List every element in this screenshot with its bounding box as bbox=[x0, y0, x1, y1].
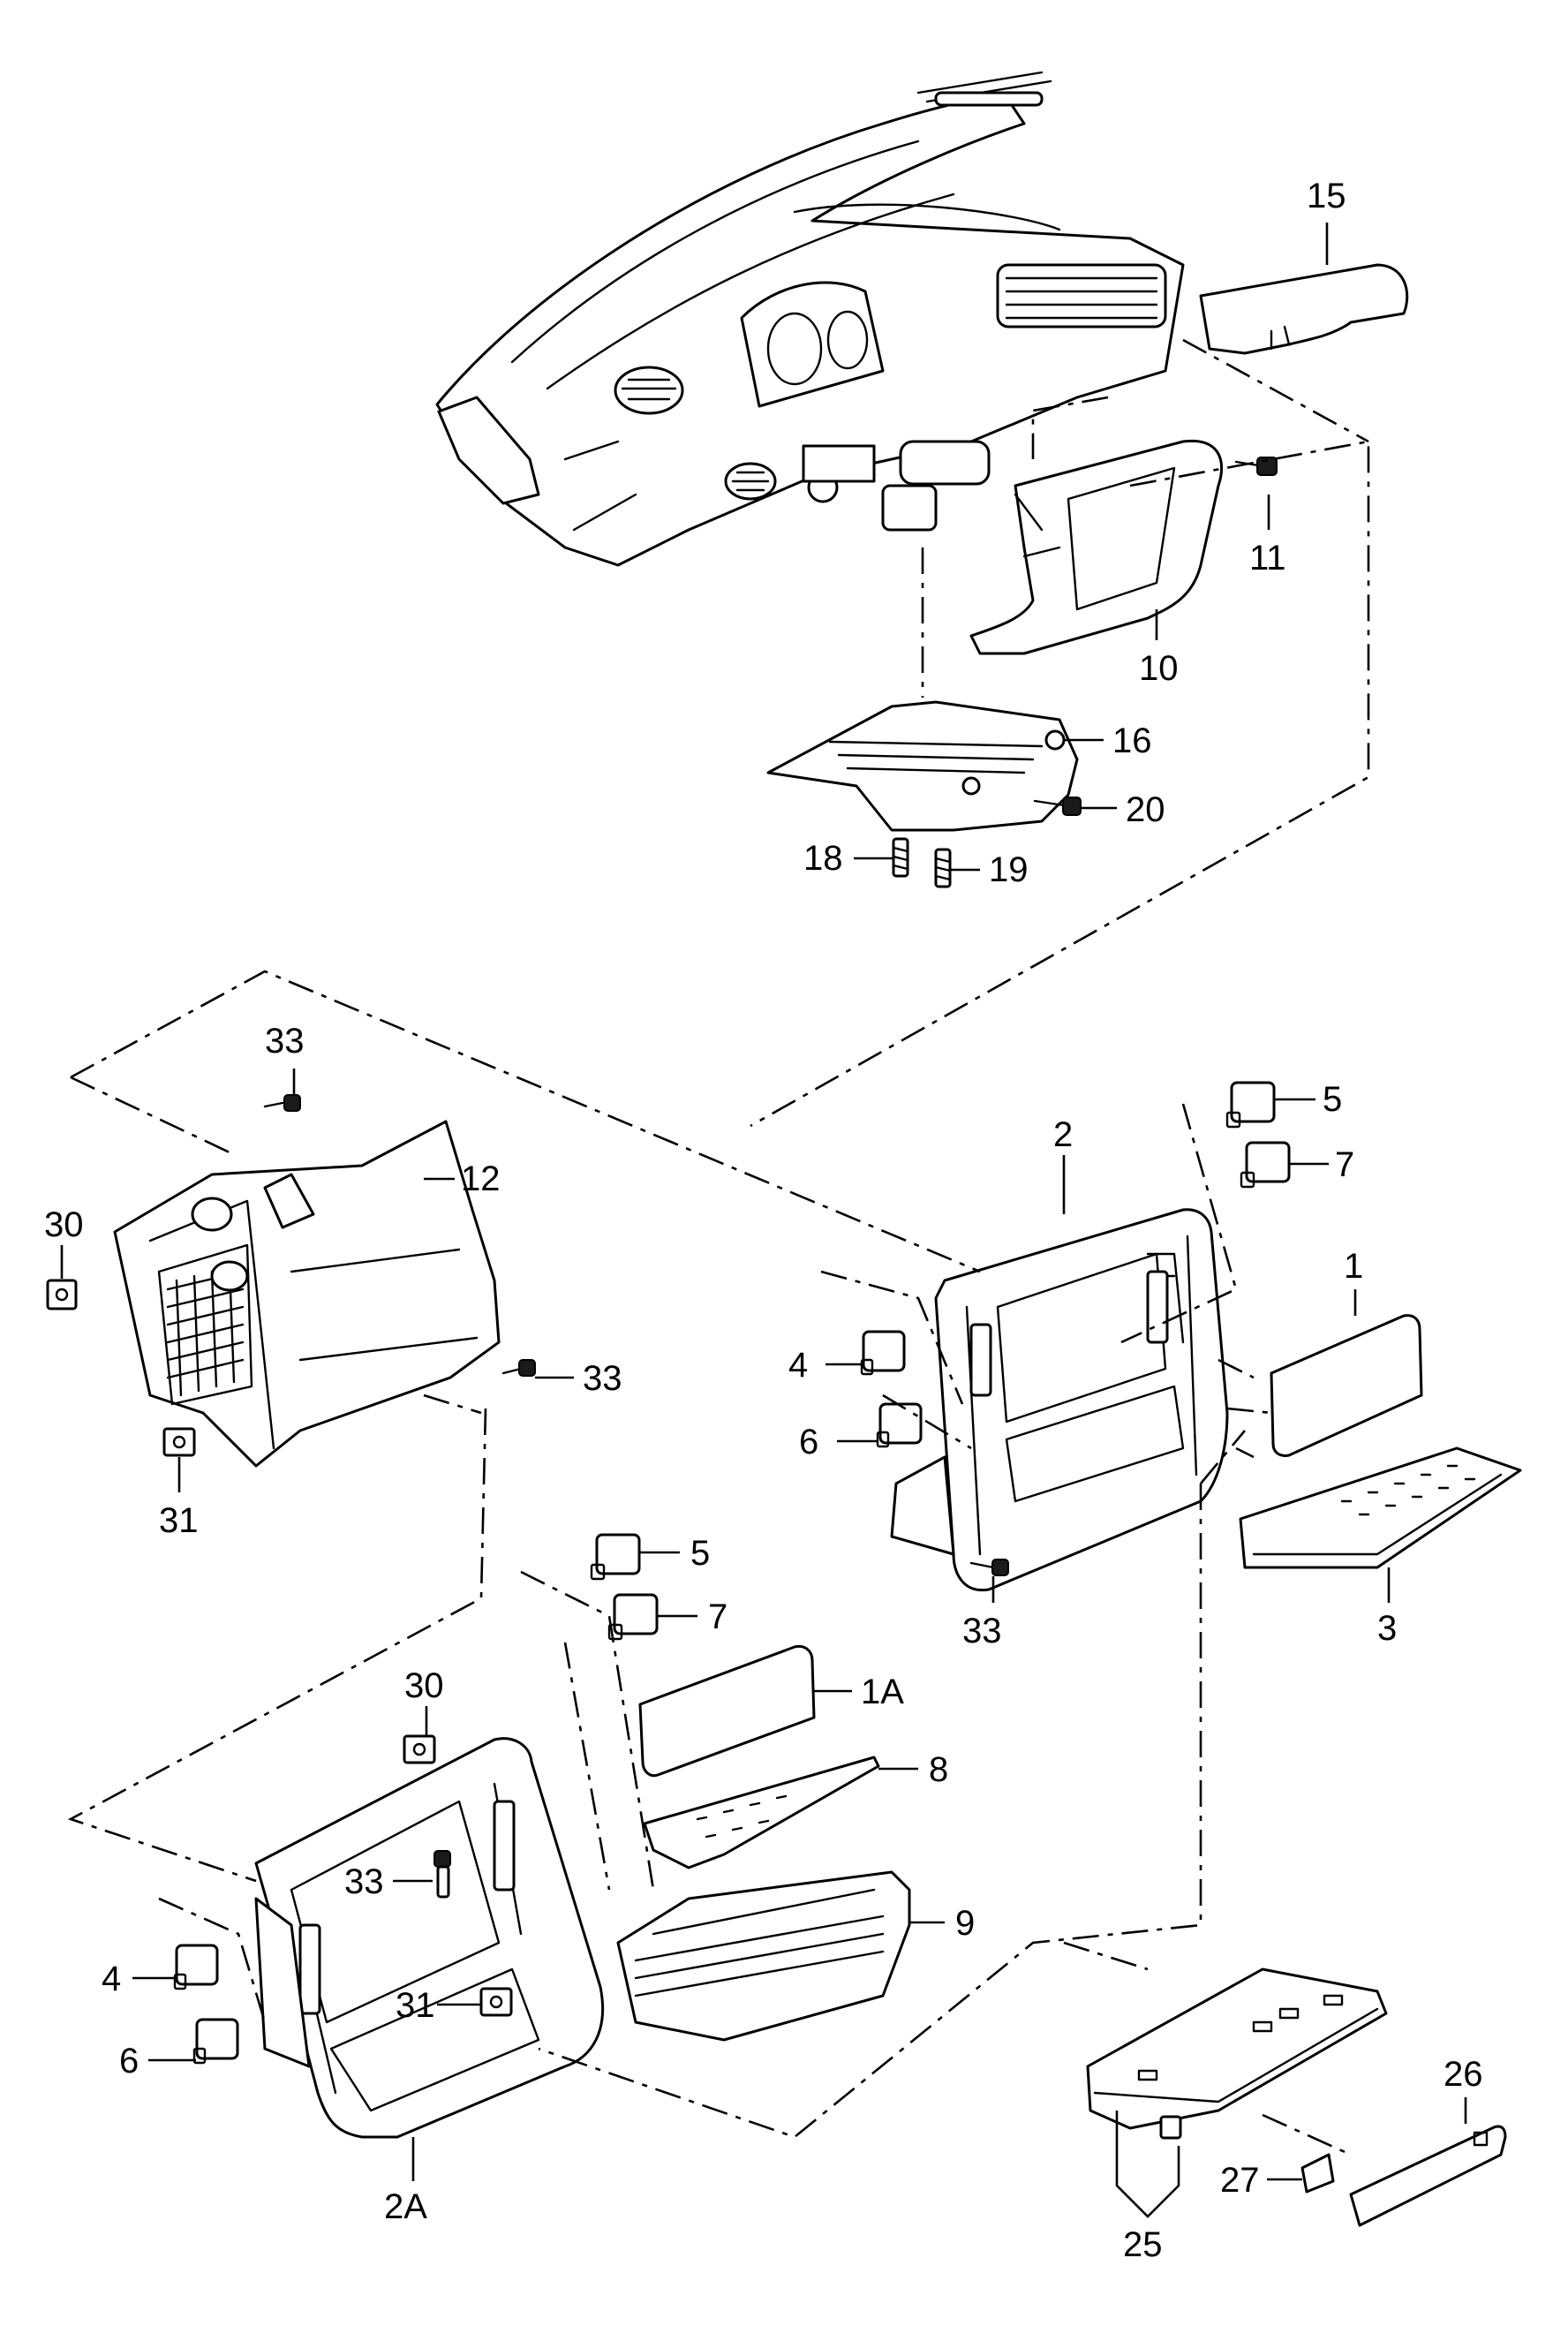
part-10-instrument-trim bbox=[969, 439, 1224, 655]
callout-33c: 33 bbox=[962, 1612, 1002, 1650]
callout-5a: 5 bbox=[1323, 1080, 1342, 1119]
part-33-screw-mid-left bbox=[501, 1359, 536, 1377]
callout-33a: 33 bbox=[265, 1022, 305, 1061]
part-26-trim-strip bbox=[1349, 2125, 1507, 2227]
callout-1A: 1A bbox=[861, 1673, 904, 1711]
part-1-blanking-cover bbox=[1270, 1314, 1423, 1457]
part-15-steering-column-cover bbox=[1199, 263, 1409, 355]
part-19-screw bbox=[934, 848, 952, 888]
part-2A-center-console-panel bbox=[254, 1737, 605, 2139]
callout-26: 26 bbox=[1444, 2055, 1483, 2094]
callout-15: 15 bbox=[1307, 177, 1346, 215]
part-31-clip-lower bbox=[479, 1987, 513, 2017]
callout-8: 8 bbox=[929, 1750, 948, 1789]
part-16-lower-column-trim bbox=[766, 700, 1079, 832]
part-9-storage-compartment bbox=[616, 1870, 911, 2042]
part-4-switch-blank-lower bbox=[173, 1944, 219, 1990]
callout-18: 18 bbox=[803, 839, 843, 878]
callout-20: 20 bbox=[1126, 790, 1165, 829]
part-3-storage-tray bbox=[1239, 1446, 1522, 1569]
callout-3: 3 bbox=[1377, 1609, 1397, 1648]
part-8-mounting-plate bbox=[643, 1756, 880, 1869]
callout-5b: 5 bbox=[690, 1534, 710, 1573]
callout-25: 25 bbox=[1123, 2225, 1163, 2264]
part-12-mounting-bracket bbox=[113, 1120, 501, 1468]
callout-7b: 7 bbox=[708, 1597, 727, 1636]
part-33-screw-lower bbox=[433, 1850, 451, 1899]
part-2-center-console-panel bbox=[890, 1208, 1229, 1592]
callout-7a: 7 bbox=[1335, 1145, 1354, 1184]
dashboard-assembly bbox=[435, 71, 1185, 567]
part-5-switch-blank-upper bbox=[1225, 1081, 1276, 1129]
callout-16: 16 bbox=[1112, 721, 1152, 760]
part-4-switch-blank-upper bbox=[860, 1330, 906, 1376]
part-25-control-module bbox=[1086, 1967, 1388, 2140]
part-27-end-cap bbox=[1300, 2153, 1335, 2194]
callout-6b: 6 bbox=[119, 2042, 139, 2081]
callout-31b: 31 bbox=[396, 1986, 435, 2025]
part-30-clip-lower bbox=[403, 1734, 436, 1764]
callout-30a: 30 bbox=[44, 1205, 84, 1244]
callout-12: 12 bbox=[461, 1159, 501, 1198]
callout-9: 9 bbox=[955, 1904, 975, 1943]
callout-33b: 33 bbox=[583, 1359, 622, 1398]
part-18-screw bbox=[892, 837, 909, 878]
part-6-switch-blank-lower bbox=[192, 2018, 239, 2065]
part-11-screw bbox=[1234, 457, 1278, 476]
part-1A-blanking-cover bbox=[638, 1644, 816, 1778]
callout-leader-lines bbox=[60, 223, 1467, 2218]
part-31-clip bbox=[162, 1427, 196, 1457]
part-5-switch-blank-lower bbox=[590, 1533, 641, 1581]
callout-4b: 4 bbox=[102, 1960, 121, 1998]
part-7-switch-blank-lower bbox=[607, 1593, 659, 1641]
callout-33d: 33 bbox=[344, 1862, 384, 1901]
part-33-screw-upper-left bbox=[263, 1094, 301, 1112]
assembly-dash-lines bbox=[67, 338, 1370, 2156]
callout-4a: 4 bbox=[788, 1346, 808, 1385]
callout-2: 2 bbox=[1053, 1115, 1073, 1154]
callout-27: 27 bbox=[1220, 2161, 1260, 2200]
callout-11: 11 bbox=[1249, 539, 1286, 578]
part-6-switch-blank-upper bbox=[876, 1402, 923, 1448]
part-33-screw-right bbox=[969, 1559, 1009, 1576]
callout-2A: 2A bbox=[384, 2187, 427, 2226]
part-20-screw bbox=[1033, 797, 1082, 816]
callout-1: 1 bbox=[1344, 1247, 1363, 1286]
callout-30b: 30 bbox=[404, 1666, 444, 1705]
callout-19: 19 bbox=[989, 850, 1029, 889]
callout-31a: 31 bbox=[159, 1501, 199, 1540]
callout-6a: 6 bbox=[799, 1423, 818, 1461]
part-30-clip bbox=[46, 1279, 78, 1310]
part-7-switch-blank-upper bbox=[1240, 1141, 1291, 1189]
callout-10: 10 bbox=[1139, 649, 1179, 688]
callout-labels: 15 11 10 16 20 18 19 33 12 30 33 31 5 7 … bbox=[44, 177, 1483, 2264]
